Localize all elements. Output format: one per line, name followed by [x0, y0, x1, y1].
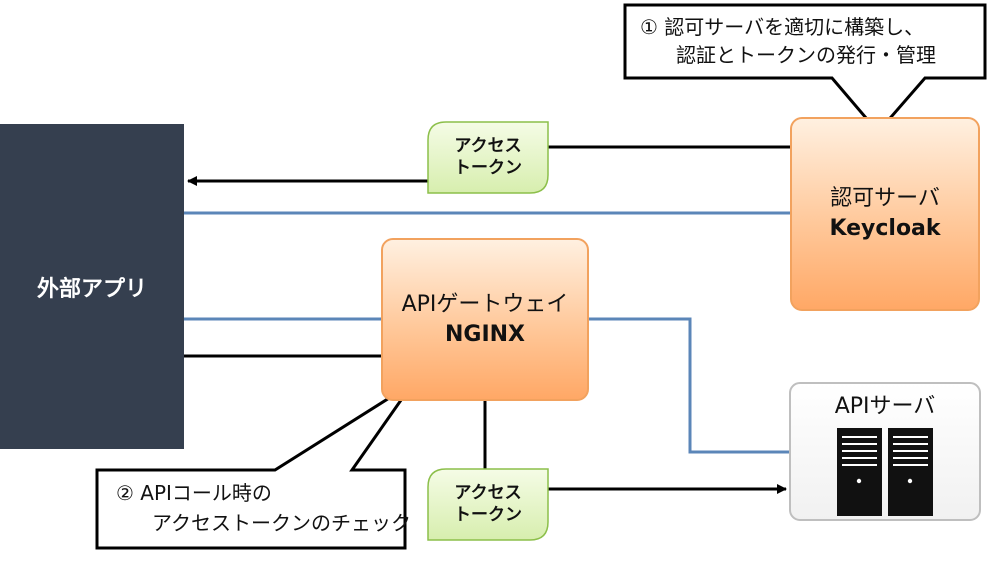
callout-2-line2: アクセストークンのチェック — [152, 511, 411, 535]
access-token-tag-top — [427, 121, 549, 194]
auth-server-box: 認可サーバ Keycloak — [790, 117, 980, 311]
api-gateway-box: APIゲートウェイ NGINX — [381, 238, 589, 401]
auth-server-title: 認可サーバ — [830, 186, 940, 211]
external-app: 外部アプリ — [0, 124, 184, 449]
access-token-bottom-line2: トークン — [454, 505, 522, 525]
external-app-block — [0, 124, 184, 449]
blue-line-gateway-to-api — [589, 317, 790, 454]
access-token-tag-bottom — [427, 468, 549, 541]
callout-1-line2: 認証とトークンの発行・管理 — [676, 43, 936, 67]
callout-1-line1: ① 認可サーバを適切に構築し、 — [640, 15, 925, 39]
access-token-top-line2: トークン — [454, 158, 522, 178]
external-app-label: 外部アプリ — [36, 276, 147, 302]
server-rack-icon — [837, 428, 933, 516]
access-token-top-label: アクセス トークン — [428, 135, 548, 179]
api-server-label: APIサーバ — [834, 394, 936, 419]
access-token-bottom-label: アクセス トークン — [428, 482, 548, 526]
access-token-bottom-line1: アクセス — [454, 483, 522, 503]
callout-2-line1: ② APIコール時の — [116, 481, 272, 505]
callout-1-bubble — [623, 3, 987, 135]
access-token-top-line1: アクセス — [454, 136, 522, 156]
api-gateway-product: NGINX — [444, 321, 526, 347]
auth-server-product: Keycloak — [829, 216, 941, 241]
api-gateway-title: APIゲートウェイ — [401, 291, 569, 317]
callout-2-bubble — [95, 381, 415, 550]
